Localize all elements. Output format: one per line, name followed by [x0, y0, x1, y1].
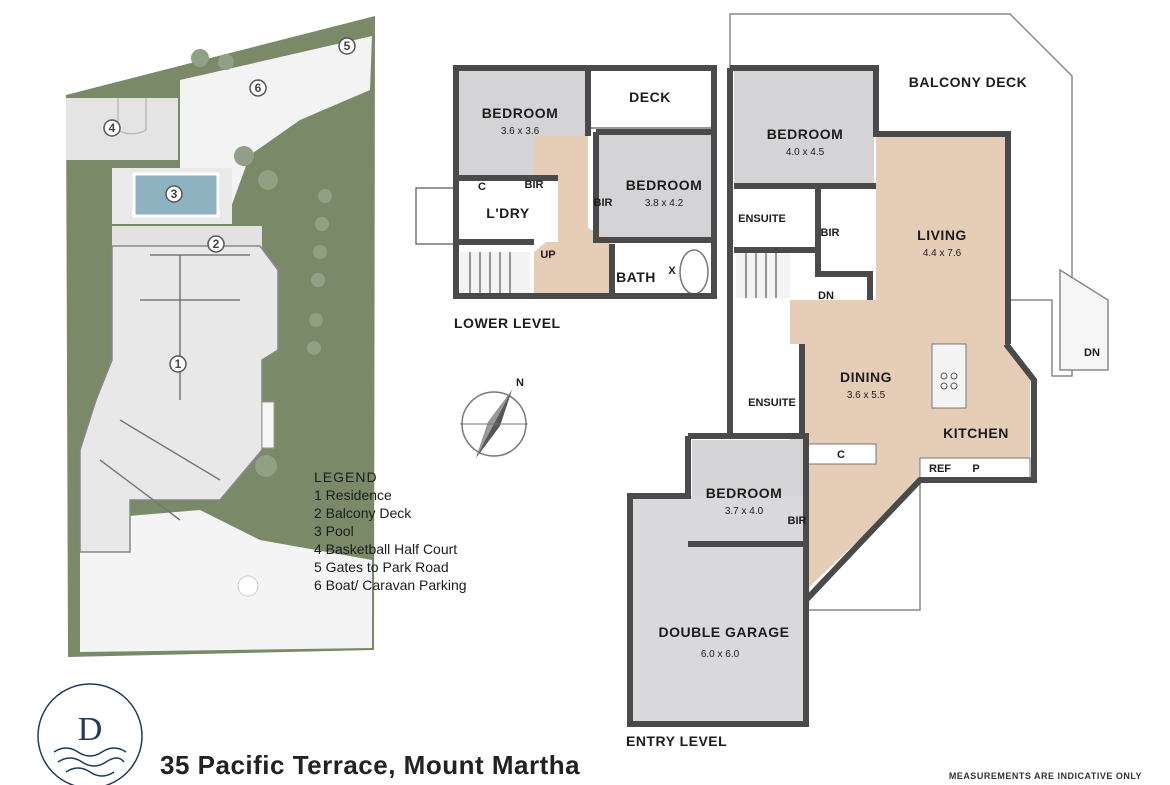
brand-letter: D [78, 711, 103, 748]
marker-parking: 6 [255, 81, 262, 95]
entry-bedroom-1-dim: 4.0 x 4.5 [786, 147, 825, 158]
dining-label: DINING [840, 369, 892, 385]
entry-bedroom-2-dim: 3.7 x 4.0 [725, 506, 764, 517]
lower-bedroom-2-label: BEDROOM [626, 177, 703, 193]
legend-item-balcony-deck: 2 Balcony Deck [314, 505, 412, 521]
marker-pool: 3 [171, 187, 178, 201]
stairs-down-label: DN [818, 290, 834, 302]
entry-level-plan: BALCONY DECK BEDROOM 4.0 x 4.5 LIVING 4.… [626, 13, 1109, 749]
entry-bedroom-1-label: BEDROOM [767, 126, 844, 142]
dining-dim: 3.6 x 5.5 [847, 390, 886, 401]
entry-bedroom-1 [734, 70, 874, 186]
garage-label: DOUBLE GARAGE [659, 624, 790, 640]
laundry [456, 178, 558, 242]
bath-tub [679, 249, 709, 295]
lower-cupboard-label: C [478, 181, 486, 193]
lower-bir-label: BIR [525, 179, 544, 191]
laundry-label: L'DRY [486, 205, 530, 221]
lower-bedroom-2-dim: 3.8 x 4.2 [645, 198, 684, 209]
legend-item-residence: 1 Residence [314, 487, 392, 503]
deck-stairs-down-label: DN [1084, 347, 1100, 359]
living-label: LIVING [917, 227, 967, 243]
lower-bedroom-1-dim: 3.6 x 3.6 [501, 126, 540, 137]
property-address: 35 Pacific Terrace, Mount Martha [160, 750, 580, 780]
turning-circle [237, 575, 259, 597]
double-garage [630, 496, 806, 724]
entry-cupboard-label: C [837, 449, 845, 461]
marker-basketball-court: 4 [109, 121, 116, 135]
lower-bath-label: BATH [616, 269, 656, 285]
lower-bir-side-label: BIR [594, 197, 613, 209]
lower-stair-treads [469, 252, 511, 296]
legend-title: LEGEND [314, 469, 378, 485]
lower-stairs [460, 252, 530, 296]
site-plan: 1 2 3 4 5 6 [66, 16, 375, 657]
lower-deck-label: DECK [629, 89, 671, 105]
pantry-label: P [972, 463, 979, 475]
entry-stair-treads [745, 252, 777, 298]
lower-level-title: LOWER LEVEL [454, 315, 561, 331]
ensuite-1-label: ENSUITE [738, 213, 786, 225]
trees [191, 49, 332, 477]
front-driveway [80, 510, 372, 652]
compass-north-label: N [516, 377, 524, 389]
entry-stairs [736, 252, 790, 298]
ensuite-1 [734, 186, 818, 250]
deck-stairs [1059, 268, 1109, 371]
lower-bedroom-2 [596, 132, 712, 240]
roof-ridges [99, 254, 250, 521]
lower-bath-x-label: X [668, 265, 676, 277]
legend-item-basketball-court: 4 Basketball Half Court [314, 541, 457, 557]
marker-residence: 1 [175, 357, 182, 371]
garage-dim: 6.0 x 6.0 [701, 649, 740, 660]
legend-item-parking: 6 Boat/ Caravan Parking [314, 577, 467, 593]
boat-caravan-parking [180, 36, 372, 210]
entry-bedroom-2-label: BEDROOM [706, 485, 783, 501]
entry-bir-label: BIR [821, 227, 840, 239]
compass-icon: N [460, 377, 528, 458]
fridge-label: REF [929, 463, 951, 475]
site-markers: 1 2 3 4 5 6 [103, 37, 356, 373]
cooktop-icon [940, 372, 958, 390]
ensuite-2-label: ENSUITE [748, 397, 796, 409]
ensuite-2 [734, 344, 802, 434]
marker-balcony-deck: 2 [213, 237, 220, 251]
marker-gates: 5 [344, 39, 351, 53]
balcony-deck-label: BALCONY DECK [909, 74, 1028, 90]
lower-bedroom-1-label: BEDROOM [482, 105, 559, 121]
brand-logo: D [37, 683, 143, 785]
site-stairs [261, 401, 275, 449]
lower-external-stairs [415, 187, 457, 245]
disclaimer: MEASUREMENTS ARE INDICATIVE ONLY [949, 771, 1142, 781]
entry-walls [627, 65, 1037, 727]
kitchen-island [931, 343, 967, 409]
living-dim: 4.4 x 7.6 [923, 248, 962, 259]
legend: LEGEND 1 Residence 2 Balcony Deck 3 Pool… [314, 469, 467, 593]
lower-stairs-up-label: UP [540, 249, 555, 261]
entry-level-title: ENTRY LEVEL [626, 733, 727, 749]
bedroom-bir-label: BIR [788, 515, 807, 527]
residence-roof [79, 245, 279, 553]
basketball-court [66, 98, 178, 160]
lower-walls [453, 65, 717, 299]
living-dining-kitchen-floor [790, 134, 1030, 590]
kitchen-label: KITCHEN [943, 425, 1009, 441]
waves-icon [53, 747, 127, 777]
legend-item-gates: 5 Gates to Park Road [314, 559, 449, 575]
lower-level-plan: BEDROOM 3.6 x 3.6 BEDROOM 3.8 x 4.2 DECK… [415, 65, 717, 331]
legend-item-pool: 3 Pool [314, 523, 354, 539]
